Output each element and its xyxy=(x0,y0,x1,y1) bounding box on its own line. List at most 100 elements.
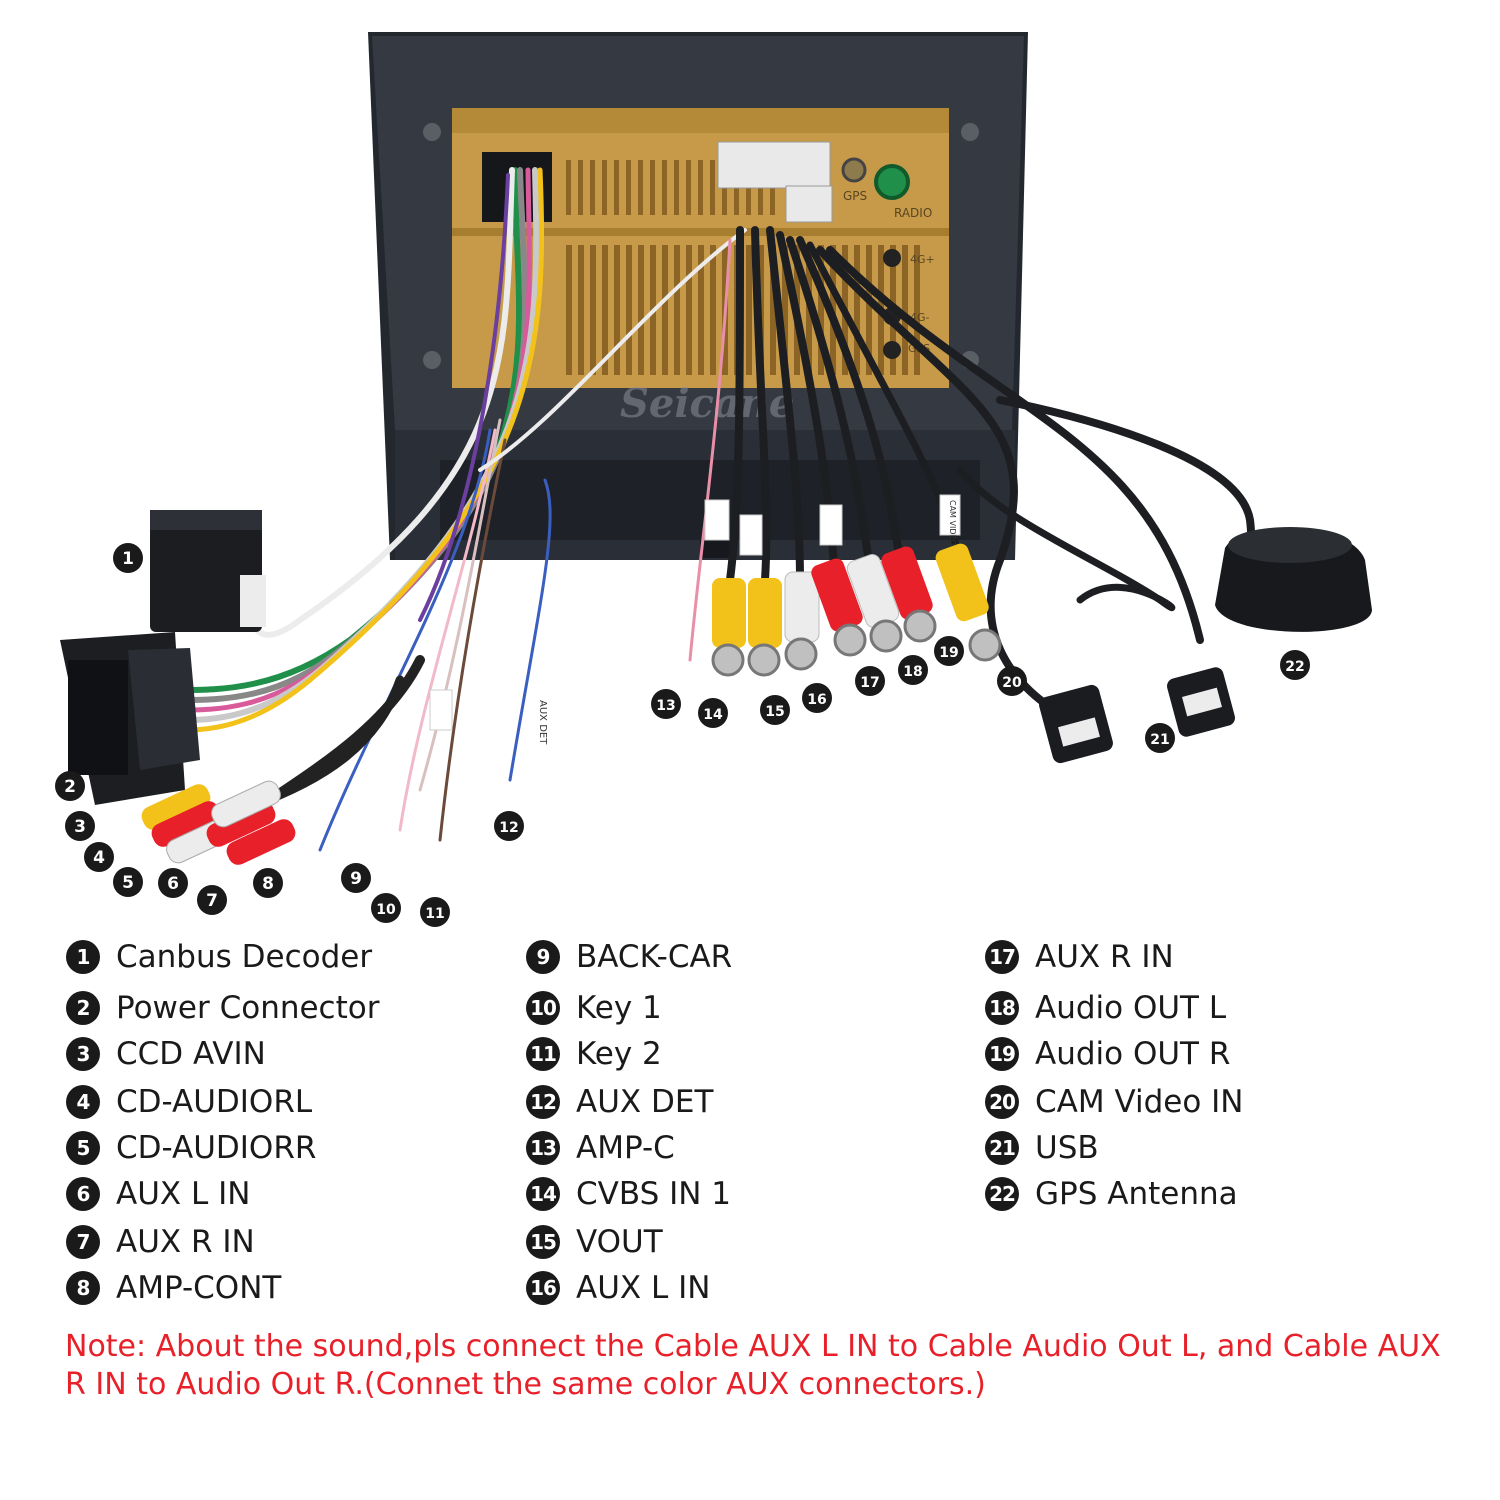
legend-badge: 21 xyxy=(985,1131,1019,1165)
callout-2: 2 xyxy=(55,771,85,801)
gps-port-label: GPS xyxy=(843,189,867,203)
legend-badge: 18 xyxy=(985,991,1019,1025)
svg-text:1: 1 xyxy=(122,549,134,569)
legend-badge: 16 xyxy=(526,1271,560,1305)
legend-item-4: 4 CD-AUDIORL xyxy=(66,1082,312,1122)
legend-label: AUX R IN xyxy=(116,1224,255,1260)
svg-text:16: 16 xyxy=(807,692,826,708)
usb-connectors xyxy=(1039,667,1235,764)
legend-label: BACK-CAR xyxy=(576,939,733,975)
callout-18: 18 xyxy=(898,655,928,685)
legend-label: AMP-C xyxy=(576,1130,675,1166)
legend-label: Power Connector xyxy=(116,990,380,1026)
callout-15: 15 xyxy=(760,695,790,725)
aux-det-tag: AUX DET xyxy=(537,700,548,745)
svg-text:2: 2 xyxy=(64,777,76,797)
legend-item-2: 2 Power Connector xyxy=(66,988,379,1028)
svg-text:4: 4 xyxy=(93,848,105,868)
legend-item-22: 22 GPS Antenna xyxy=(985,1174,1238,1214)
legend-item-3: 3 CCD AVIN xyxy=(66,1034,266,1074)
svg-text:18: 18 xyxy=(903,664,922,680)
legend-badge: 9 xyxy=(526,940,560,974)
legend-item-17: 17 AUX R IN xyxy=(985,937,1174,977)
legend-badge: 4 xyxy=(66,1085,100,1119)
legend-badge: 17 xyxy=(985,940,1019,974)
legend-label: AUX L IN xyxy=(576,1270,711,1306)
power-connector xyxy=(60,632,200,805)
legend-badge: 15 xyxy=(526,1225,560,1259)
svg-text:5: 5 xyxy=(122,873,134,893)
callout-17: 17 xyxy=(855,666,885,696)
svg-text:7: 7 xyxy=(206,891,218,911)
legend-label: VOUT xyxy=(576,1224,663,1260)
legend-badge: 11 xyxy=(526,1037,560,1071)
legend-badge: 8 xyxy=(66,1271,100,1305)
svg-text:12: 12 xyxy=(499,820,518,836)
radio-port-label: RADIO xyxy=(894,206,932,220)
callout-4: 4 xyxy=(84,842,114,872)
svg-text:13: 13 xyxy=(656,698,675,714)
legend-item-11: 11 Key 2 xyxy=(526,1034,662,1074)
svg-text:20: 20 xyxy=(1002,675,1022,691)
legend-label: Key 2 xyxy=(576,1036,662,1072)
canbus-decoder xyxy=(150,510,266,632)
wire-harness xyxy=(177,167,747,852)
legend-badge: 1 xyxy=(66,940,100,974)
legend-label: CD-AUDIORR xyxy=(116,1130,317,1166)
callout-5: 5 xyxy=(113,867,143,897)
callout-3: 3 xyxy=(65,811,95,841)
legend-item-19: 19 Audio OUT R xyxy=(985,1034,1230,1074)
svg-text:9: 9 xyxy=(350,869,362,889)
cam-video-tag: CAM VIDEO xyxy=(948,500,957,546)
legend-label: Canbus Decoder xyxy=(116,939,373,975)
legend-item-6: 6 AUX L IN xyxy=(66,1174,250,1214)
legend-label: CVBS IN 1 xyxy=(576,1176,732,1212)
callout-1: 1 xyxy=(113,543,143,573)
legend-label: GPS Antenna xyxy=(1035,1176,1238,1212)
legend-badge: 19 xyxy=(985,1037,1019,1071)
legend-label: AMP-CONT xyxy=(116,1270,282,1306)
legend-badge: 2 xyxy=(66,991,100,1025)
legend-badge: 6 xyxy=(66,1177,100,1211)
legend-badge: 5 xyxy=(66,1131,100,1165)
legend-label: Audio OUT R xyxy=(1035,1036,1231,1072)
legend-label: AUX L IN xyxy=(116,1176,251,1212)
legend-item-16: 16 AUX L IN xyxy=(526,1268,710,1308)
legend-badge: 7 xyxy=(66,1225,100,1259)
legend-item-8: 8 AMP-CONT xyxy=(66,1268,281,1308)
legend-item-14: 14 CVBS IN 1 xyxy=(526,1174,731,1214)
wiring-diagram: GPS RADIO 4G+ 4G- GPS Seicane xyxy=(55,32,1372,927)
svg-text:10: 10 xyxy=(376,902,396,918)
svg-text:21: 21 xyxy=(1150,732,1169,748)
4g-port-label-1: 4G+ xyxy=(910,253,935,266)
watermark: Seicane xyxy=(620,380,794,427)
legend-label: CD-AUDIORL xyxy=(116,1084,313,1120)
gps-antenna xyxy=(1215,527,1372,632)
callout-14: 14 xyxy=(698,698,728,728)
callout-19: 19 xyxy=(934,636,964,666)
callout-7: 7 xyxy=(197,885,227,915)
callout-8: 8 xyxy=(253,868,283,898)
callout-21: 21 xyxy=(1145,723,1175,753)
legend-badge: 3 xyxy=(66,1037,100,1071)
legend-badge: 22 xyxy=(985,1177,1019,1211)
svg-text:6: 6 xyxy=(167,874,179,894)
legend-label: USB xyxy=(1035,1130,1099,1166)
svg-text:22: 22 xyxy=(1285,659,1304,675)
legend-badge: 12 xyxy=(526,1085,560,1119)
legend-item-21: 21 USB xyxy=(985,1128,1099,1168)
legend-badge: 20 xyxy=(985,1085,1019,1119)
legend-item-5: 5 CD-AUDIORR xyxy=(66,1128,316,1168)
svg-text:15: 15 xyxy=(765,704,784,720)
av-cables: CAM VIDEO xyxy=(688,226,1256,724)
legend-badge: 14 xyxy=(526,1177,560,1211)
legend-label: CCD AVIN xyxy=(116,1036,266,1072)
callout-13: 13 xyxy=(651,689,681,719)
callout-16: 16 xyxy=(802,683,832,713)
legend-label: AUX R IN xyxy=(1035,939,1174,975)
